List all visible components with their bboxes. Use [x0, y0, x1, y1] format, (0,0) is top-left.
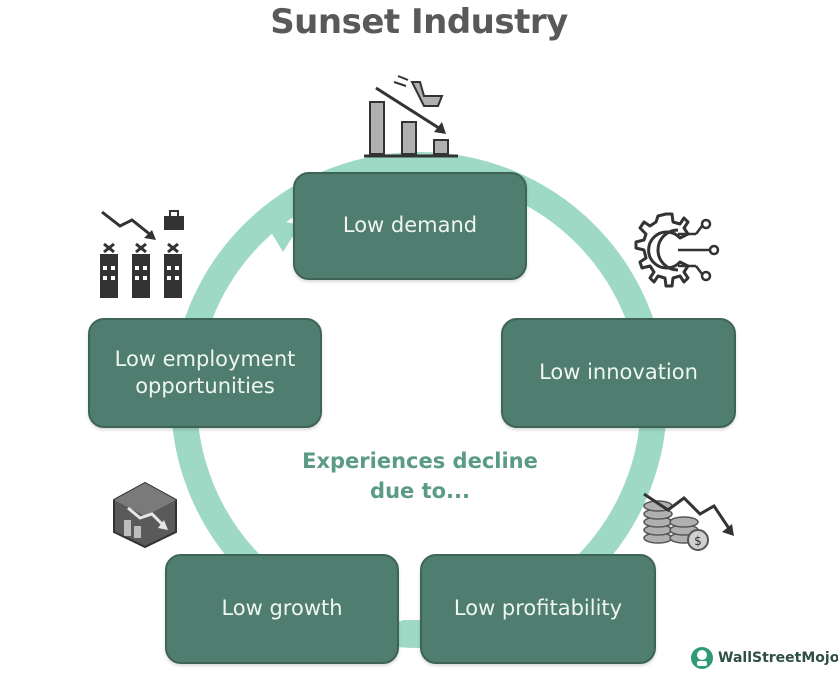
node-low-employment-label-line2: opportunities: [135, 374, 275, 398]
center-caption: Experiences decline due to...: [300, 446, 540, 507]
node-low-profitability: Low profitability: [420, 554, 656, 664]
node-low-demand-label: Low demand: [342, 213, 478, 238]
declining-bar-chart-cart-icon: [364, 75, 458, 158]
node-low-innovation-label: Low innovation: [539, 360, 698, 385]
cube-decline-icon: [113, 481, 177, 549]
node-low-growth: Low growth: [165, 554, 399, 664]
cycle-arrowhead: [262, 217, 300, 252]
brand-mascot-icon: [691, 647, 713, 669]
page-title: Sunset Industry: [270, 2, 568, 42]
center-caption-line2: due to...: [370, 479, 470, 504]
node-low-growth-label: Low growth: [221, 596, 343, 621]
brand-logo: WallStreetMojo: [690, 646, 838, 670]
brand-name: WallStreetMojo: [718, 650, 838, 666]
node-low-employment-label-line1: Low employment: [114, 346, 296, 371]
center-caption-line1: Experiences decline: [302, 449, 538, 473]
node-low-innovation: Low innovation: [501, 318, 736, 428]
gear-circuit-icon: [634, 212, 720, 288]
node-low-demand: Low demand: [293, 172, 527, 280]
coins-declining-arrow-icon: $: [643, 492, 734, 551]
node-low-employment: Low employment opportunities: [88, 318, 322, 428]
node-low-profitability-label: Low profitability: [453, 596, 623, 621]
buildings-declining-arrow-icon: [100, 210, 184, 298]
svg-text:$: $: [694, 534, 702, 548]
